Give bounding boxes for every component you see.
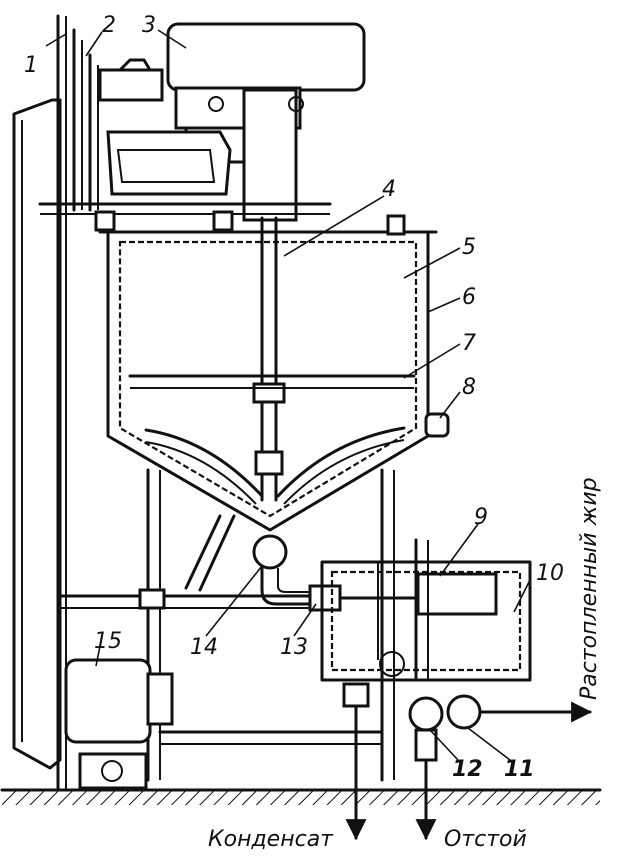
leader-lines (45, 29, 531, 761)
callout-labels: 1 2 3 4 5 6 7 8 9 10 11 12 13 14 15 (24, 13, 564, 782)
label-12: 12 (452, 757, 483, 782)
flow-captions: Растопленный жир Конденсат Отстой (208, 477, 602, 852)
label-8: 8 (462, 375, 476, 400)
label-6: 6 (462, 285, 476, 310)
agitator-shaft (252, 216, 286, 502)
label-5: 5 (462, 235, 476, 260)
outlet-valves (408, 694, 593, 841)
condensate-outlet (342, 682, 370, 841)
label-3: 3 (142, 13, 156, 38)
top-motor (166, 22, 366, 222)
label-14: 14 (190, 635, 218, 660)
side-fitting (424, 412, 450, 438)
reducer-frame (38, 130, 332, 232)
label-13: 13 (280, 635, 308, 660)
separator-tank (320, 538, 532, 682)
caption-melted-fat: Растопленный жир (577, 477, 602, 700)
label-11: 11 (504, 757, 535, 782)
label-10: 10 (536, 561, 564, 586)
label-9: 9 (474, 505, 488, 530)
ground (0, 788, 602, 805)
label-15: 15 (94, 629, 122, 654)
label-4: 4 (382, 177, 396, 202)
label-7: 7 (462, 331, 476, 356)
caption-condensate: Конденсат (208, 827, 334, 852)
label-2: 2 (102, 13, 116, 38)
sieve-plate (128, 374, 416, 389)
drive-column (72, 28, 164, 212)
inlet-valve (308, 584, 422, 612)
vessel (98, 214, 438, 532)
pump-motor (64, 658, 174, 790)
bottom-valve (184, 514, 322, 606)
label-1: 1 (24, 53, 38, 78)
caption-sediment: Отстой (444, 827, 527, 852)
control-cabinet (12, 14, 67, 792)
scraper-arms (144, 426, 406, 505)
